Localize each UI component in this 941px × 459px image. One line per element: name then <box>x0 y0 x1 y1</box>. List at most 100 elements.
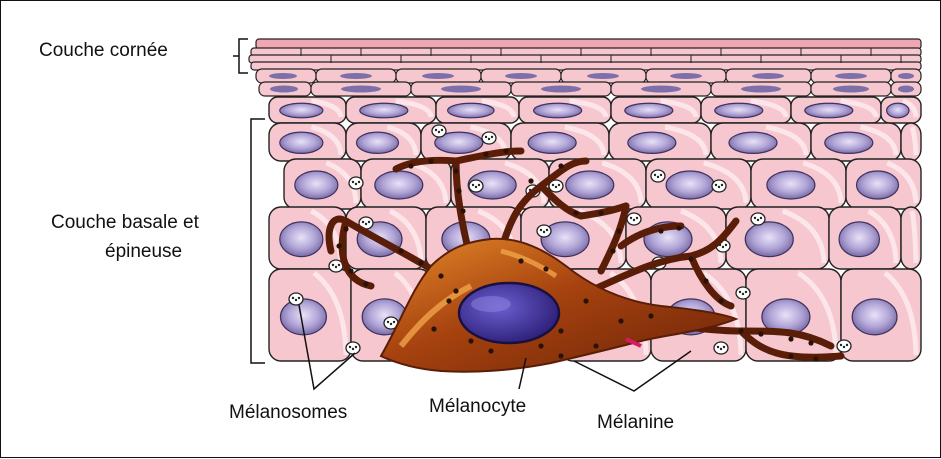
cell-nucleus <box>852 299 897 335</box>
melanosome-dot <box>721 184 723 186</box>
label-basal-spinous-line1: Couche basale et <box>51 212 200 233</box>
melanin-granule <box>336 243 341 248</box>
melanosome-dot <box>717 346 719 348</box>
melanin-granule <box>788 353 793 358</box>
cell-nucleus <box>715 103 763 118</box>
melanosome-dot <box>754 217 756 219</box>
melanosome-dot <box>722 246 724 248</box>
melanin-granule <box>488 348 493 353</box>
melanin-granule <box>758 331 763 336</box>
melanosome-dot <box>352 181 354 183</box>
melanosome-dot <box>552 184 554 186</box>
melanosome-dot <box>491 136 493 138</box>
melanosome-dot <box>630 217 632 219</box>
melanosome-dot <box>438 131 440 133</box>
melanin-granule <box>418 260 423 265</box>
melanosome-dot <box>718 186 720 188</box>
melanosome-dot <box>543 231 545 233</box>
melanosome-dot <box>365 223 367 225</box>
cell-nucleus <box>280 103 323 118</box>
melanin-granule <box>453 288 458 293</box>
cell-nucleus <box>745 222 793 257</box>
label-melanosomes: Mélanosomes <box>229 402 347 423</box>
melanin-granule <box>428 158 433 163</box>
melanin-granule <box>483 151 488 156</box>
melanin-granule <box>616 228 621 233</box>
label-stratum-corneum: Couche cornée <box>39 40 168 61</box>
melanosome-dot <box>362 221 364 223</box>
melanosome-dot <box>843 346 845 348</box>
melanosome-dot <box>355 183 357 185</box>
melanosome-dot <box>654 174 656 176</box>
melanosome-dot <box>633 219 635 221</box>
melanin-granule <box>583 298 588 303</box>
melanosome-dot <box>488 138 490 140</box>
melanosome-dot <box>720 348 722 350</box>
cell-nucleus <box>280 222 323 257</box>
melanosome-dot <box>390 323 392 325</box>
cell-nucleus <box>357 132 399 153</box>
melanin-granule <box>431 326 436 331</box>
melanin-granule <box>788 336 793 341</box>
melanin-granule <box>558 163 563 168</box>
melanosome-dot <box>715 184 717 186</box>
melanin-granule <box>438 273 443 278</box>
melanosome-dot <box>368 221 370 223</box>
label-basal-spinous-line2: épineuse <box>105 241 182 262</box>
cell-nucleus <box>805 103 853 118</box>
melanin-granule <box>558 328 563 333</box>
melanosome-dot <box>352 348 354 350</box>
melanin-granule <box>468 338 473 343</box>
cell-nucleus <box>825 132 873 153</box>
melanosome-dot <box>478 184 480 186</box>
melanosome-dot <box>660 174 662 176</box>
melanosome-dot <box>332 264 334 266</box>
melanosome-dot <box>393 321 395 323</box>
melanin-granule <box>738 328 743 333</box>
melanosome-dot <box>745 291 747 293</box>
cell-nucleus <box>839 222 879 257</box>
melanin-granule <box>676 225 681 230</box>
melanin-granule <box>446 298 451 303</box>
melanosome-dot <box>546 229 548 231</box>
melanosome-dot <box>840 344 842 346</box>
melanosome-dot <box>475 186 477 188</box>
melanin-granule <box>703 278 708 283</box>
cell-nucleus <box>887 103 909 118</box>
melanin-granule <box>453 168 458 173</box>
melanin-granule <box>348 268 353 273</box>
melanosome-dot <box>355 346 357 348</box>
melanin-granule <box>598 210 603 215</box>
melanosome-dot <box>636 217 638 219</box>
cell-nucleus <box>566 171 614 199</box>
melanosome-dot <box>723 346 725 348</box>
melanosome-dot <box>441 129 443 131</box>
cell-nucleus <box>375 171 423 199</box>
cell-nucleus <box>528 132 576 153</box>
melanosome-dot <box>540 229 542 231</box>
melanin-granule <box>460 208 465 213</box>
cell-nucleus <box>448 103 494 118</box>
melanosome-dot <box>558 184 560 186</box>
melanosome-dot <box>298 297 300 299</box>
melanin-granule <box>538 343 543 348</box>
melanin-granule <box>813 356 818 361</box>
cell-nucleus <box>534 103 582 118</box>
melanin-granule <box>610 248 615 253</box>
melanin-granule <box>343 226 348 231</box>
corneum-bracket <box>239 39 248 73</box>
cell-nucleus <box>628 132 676 153</box>
melanosome-dot <box>349 346 351 348</box>
melanin-granule <box>456 188 461 193</box>
cell-nucleus <box>280 132 323 153</box>
melanin-granule <box>408 163 413 168</box>
melanosome-dot <box>295 299 297 301</box>
melanosome-dot <box>725 244 727 246</box>
melanosome-dot <box>757 219 759 221</box>
melanosome-dot <box>435 129 437 131</box>
label-melanin: Mélanine <box>597 412 674 433</box>
melanin-granule <box>543 266 548 271</box>
melanosome-dot <box>472 184 474 186</box>
